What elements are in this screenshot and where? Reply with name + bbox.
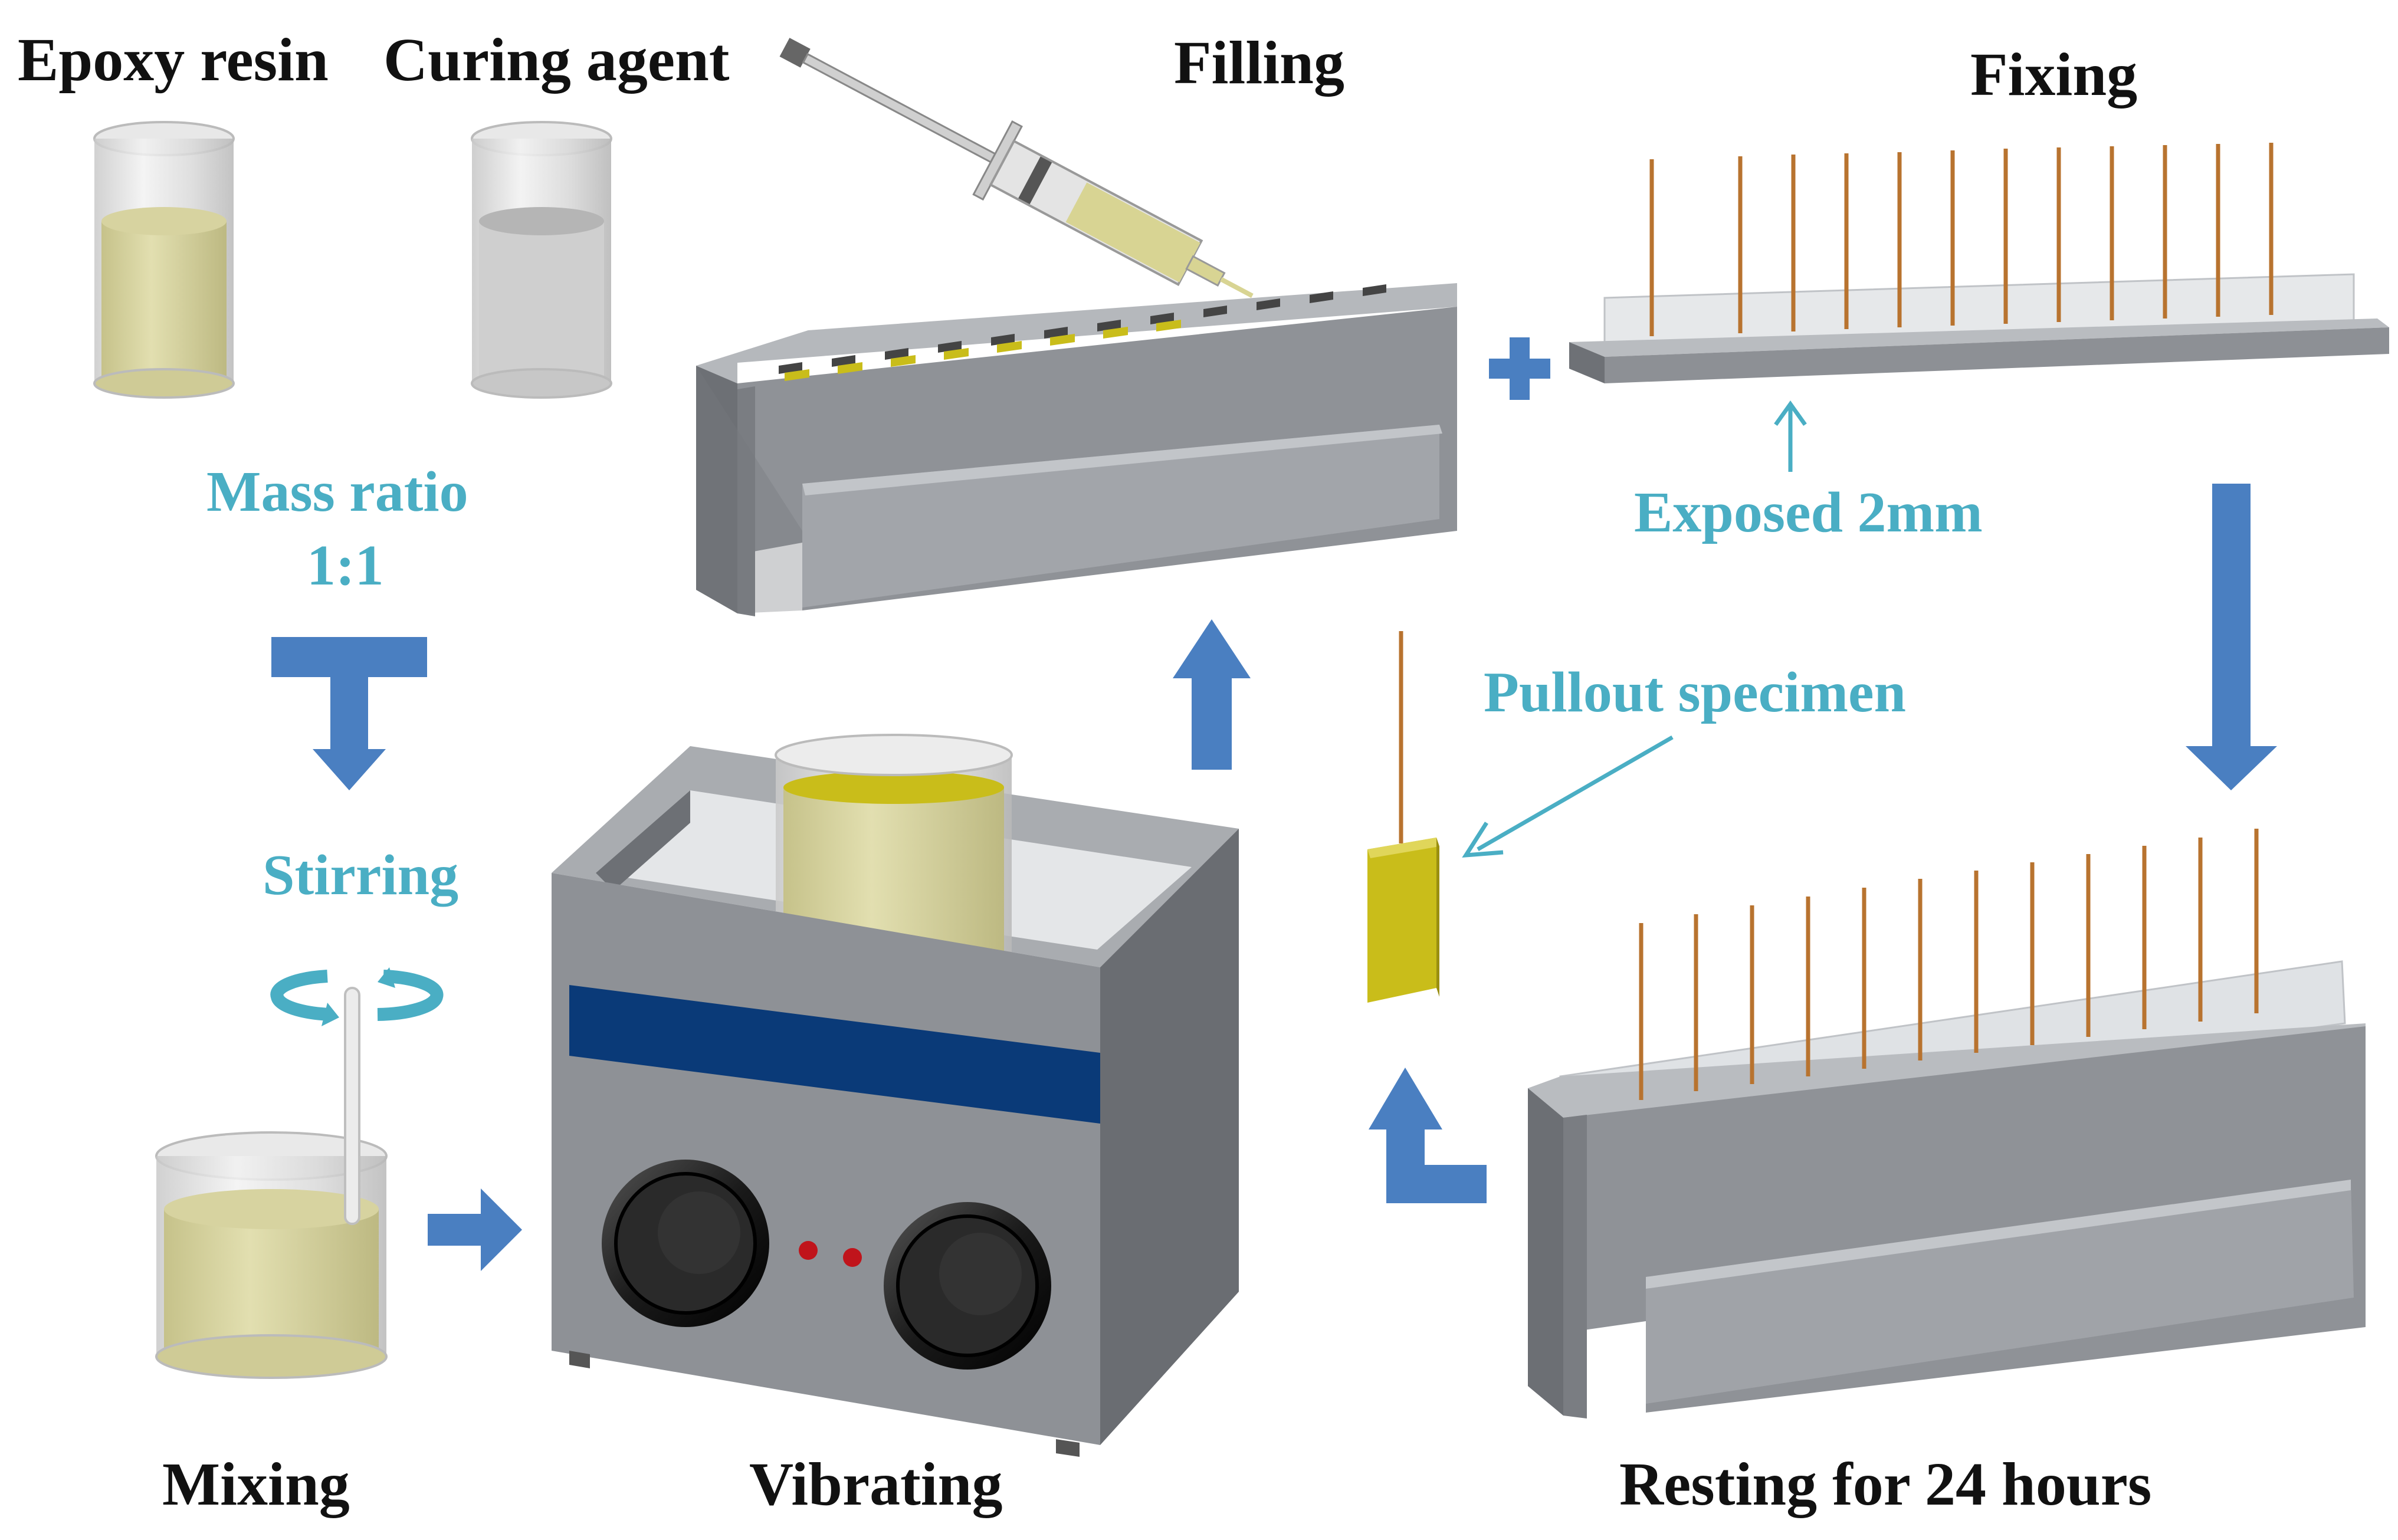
rotate-arrows-icon: [270, 970, 444, 1021]
arrow-up-to-filling: [1173, 619, 1251, 770]
right-knob-icon: [884, 1202, 1051, 1370]
label-stirring: Stirring: [263, 843, 459, 907]
fixing-fibers: [1649, 143, 2274, 336]
indicator-light: [799, 1241, 818, 1260]
arrow-down-right: [2186, 484, 2277, 790]
label-curing-agent: Curing agent: [383, 26, 730, 94]
exposed-pointer-arrow: [1774, 400, 1807, 472]
epoxy-resin-beaker: [93, 121, 235, 399]
label-epoxy-resin: Epoxy resin: [18, 26, 329, 94]
label-mixing: Mixing: [162, 1450, 350, 1518]
plus-icon: [1489, 337, 1550, 400]
label-mass-ratio: Mass ratio: [206, 460, 468, 524]
resting-mold: [1528, 829, 2366, 1418]
fixing-plate: [1569, 143, 2389, 383]
pullout-specimen: [1367, 631, 1439, 1003]
label-filling: Filling: [1174, 29, 1344, 97]
filling-mold: [696, 283, 1457, 616]
rotate-arrowhead-left: [322, 1003, 339, 1026]
mixing-beaker: [155, 987, 388, 1379]
arrow-resting-to-specimen: [1369, 1068, 1487, 1203]
resting-fibers: [1639, 829, 2259, 1100]
label-fixing: Fixing: [1970, 41, 2138, 109]
label-resting-24-hours: Resting for 24 hours: [1619, 1450, 2152, 1518]
label-vibrating: Vibrating: [749, 1450, 1003, 1518]
rotate-arrowhead-right: [378, 967, 395, 988]
arrow-mass-ratio-to-mixing: [271, 637, 427, 790]
specimen-pointer-arrow: [1462, 735, 1674, 858]
syringe-icon: [779, 38, 1254, 298]
label-exposed-2mm: Exposed 2mm: [1634, 481, 1983, 544]
indicator-light: [843, 1248, 862, 1267]
ultrasonic-vibrator: [552, 734, 1239, 1457]
label-pullout-specimen: Pullout specimen: [1484, 661, 1906, 724]
arrow-mixing-to-vibrating: [428, 1188, 522, 1271]
curing-agent-beaker: [471, 121, 612, 399]
left-knob-icon: [602, 1160, 769, 1327]
filling-mold-slots: [779, 284, 1386, 381]
label-mass-ratio-value: 1:1: [307, 534, 384, 597]
